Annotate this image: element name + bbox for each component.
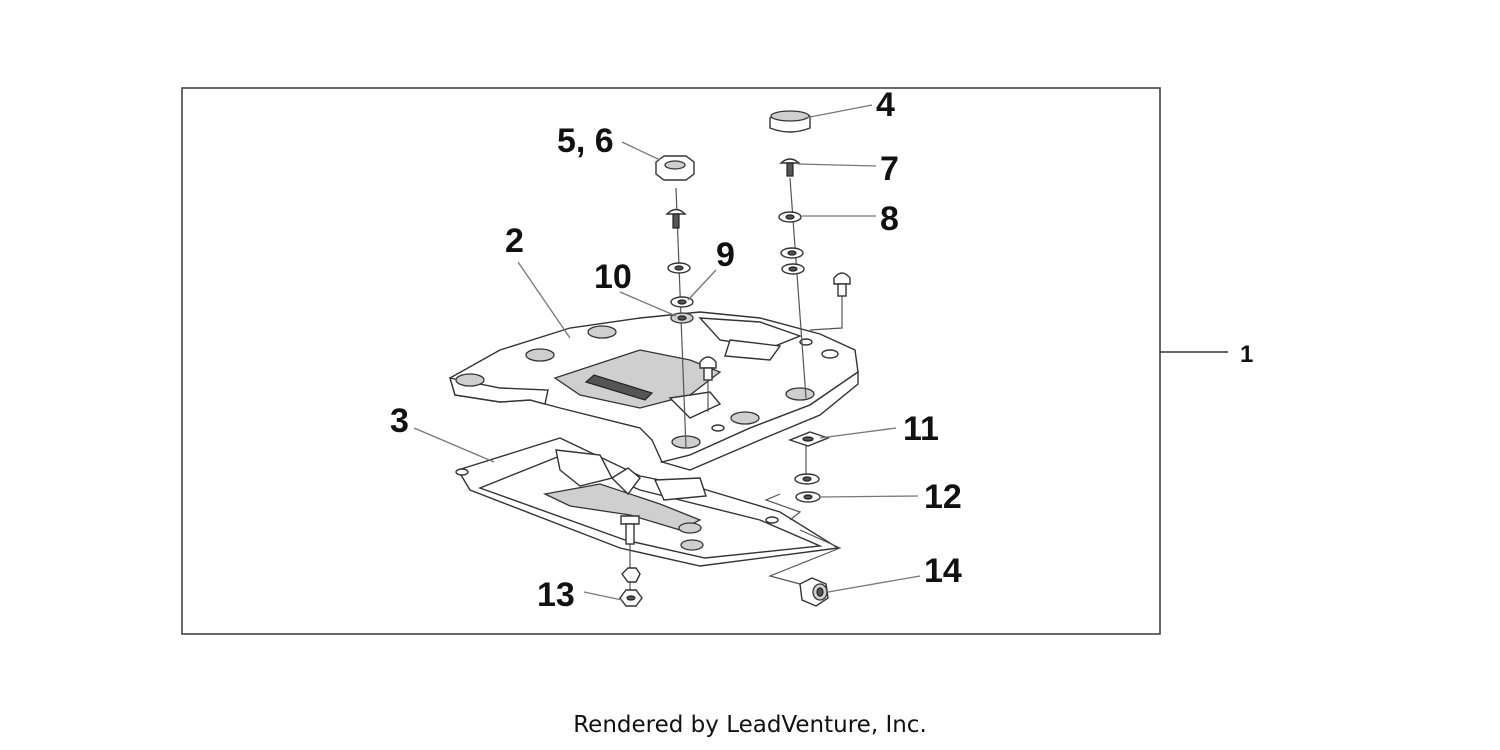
callout-5-6: 5, 6 [557, 122, 614, 160]
part-13-nuts [619, 567, 643, 607]
bolt-center [699, 356, 717, 381]
part-8-washers [778, 211, 805, 275]
callout-1: 1 [1240, 341, 1253, 368]
callout-4: 4 [876, 86, 895, 124]
bracket-bolt [620, 515, 640, 545]
callout-12: 12 [924, 478, 962, 516]
part-12-washers [794, 473, 821, 503]
part-14-knob [799, 577, 829, 607]
render-credit: Rendered by LeadVenture, Inc. [573, 712, 927, 738]
callout-10: 10 [594, 258, 632, 296]
callout-7: 7 [880, 150, 899, 188]
part-2-rack-plate [449, 311, 859, 471]
part-5-6-cap [655, 155, 695, 181]
part-4-cap [769, 110, 811, 133]
part-9-10-washers [667, 262, 694, 324]
bolt-right [833, 272, 851, 297]
part-7-screw-right [779, 158, 801, 177]
callout-9: 9 [716, 236, 735, 274]
callout-11: 11 [903, 410, 939, 448]
callout-2: 2 [505, 222, 524, 260]
part-3-bracket [455, 437, 842, 585]
callout-3: 3 [390, 402, 409, 440]
callout-13: 13 [537, 576, 575, 614]
part-11-washer [787, 431, 831, 447]
callout-14: 14 [924, 552, 962, 590]
callout-8: 8 [880, 200, 899, 238]
part-7-screw-left [665, 208, 687, 229]
assembly-frame [181, 87, 1161, 635]
